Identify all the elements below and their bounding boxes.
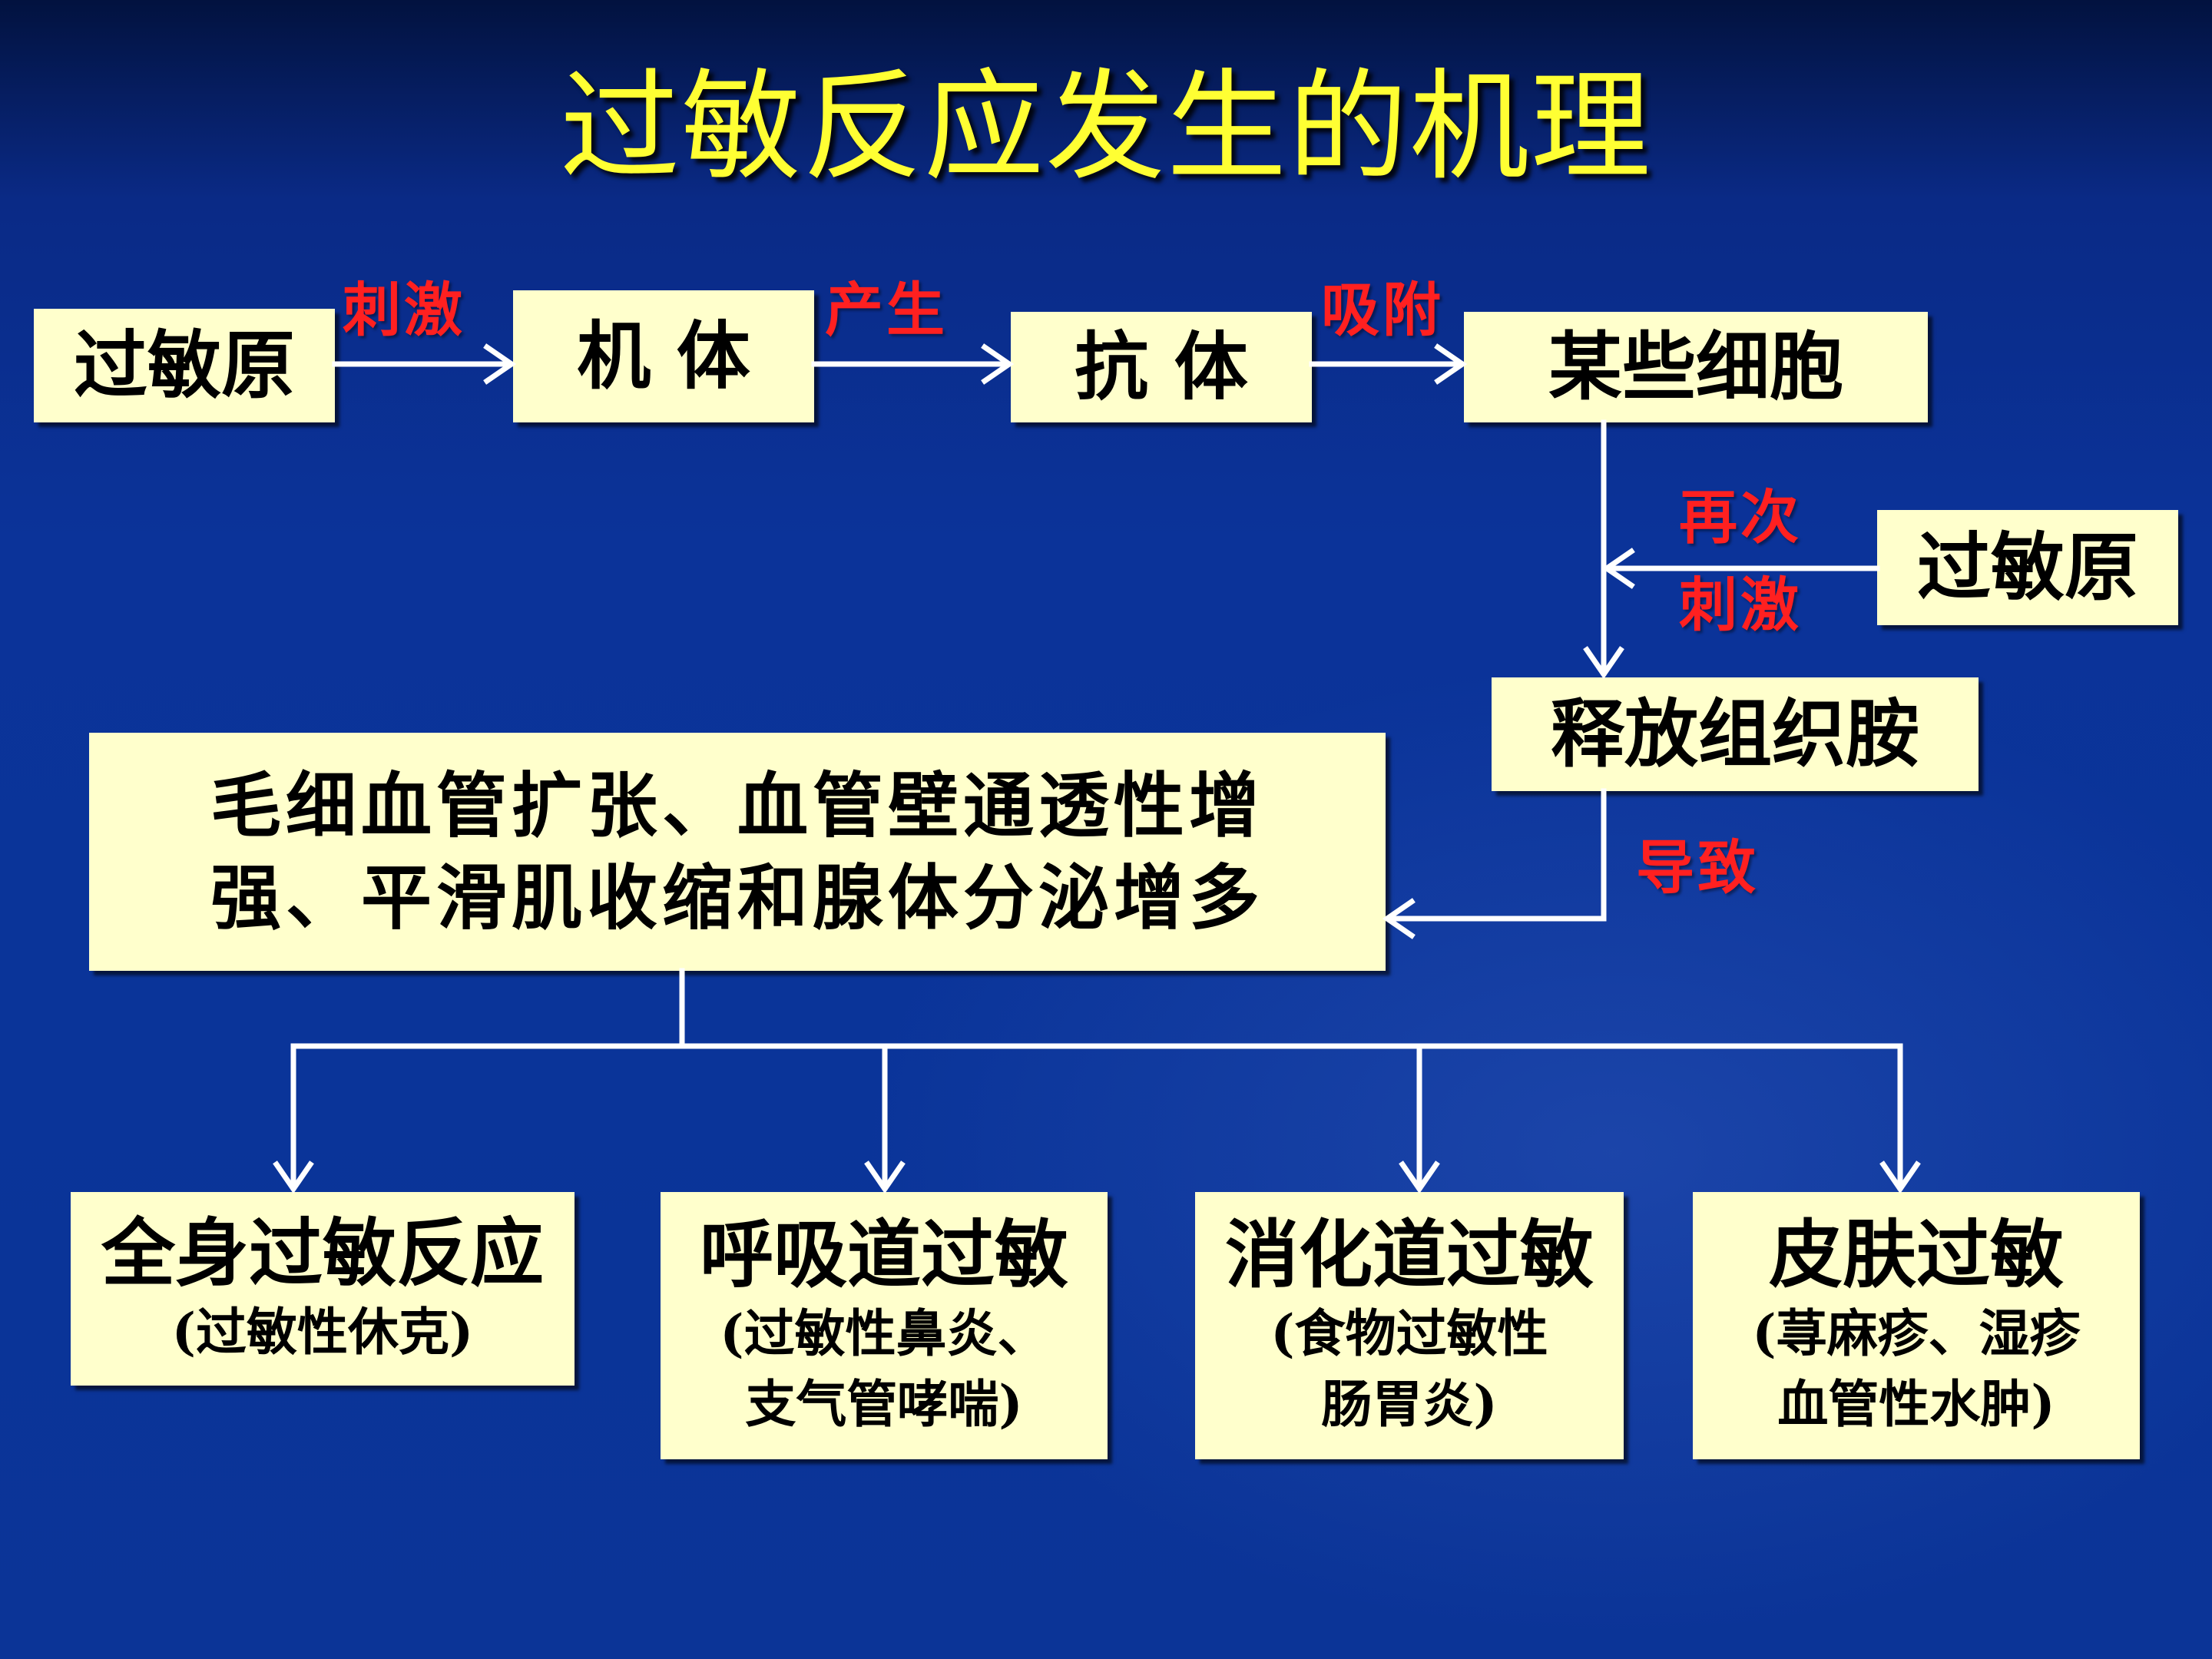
- node-allergen-again-label: 过敏原: [1917, 524, 2138, 611]
- node-effects: 毛细血管扩张、血管壁通透性增 强、平滑肌收缩和腺体分泌增多: [89, 733, 1386, 971]
- node-effects-line1: 毛细血管扩张、血管壁通透性增: [210, 764, 1264, 847]
- outcome-systemic-detail: (过敏性休克): [171, 1302, 474, 1362]
- arrowhead-cells-to-histamine: [1583, 646, 1624, 680]
- outcome-digestive-detail-2: 肠胃炎): [1321, 1374, 1498, 1434]
- outcome-digestive-detail-1: (食物过敏性: [1270, 1303, 1548, 1363]
- edge-label-produce: 产生: [825, 276, 948, 344]
- node-antibody-label: 抗 体: [1075, 323, 1248, 410]
- edge-label-cause: 导致: [1636, 833, 1759, 902]
- node-cells: 某些细胞: [1464, 312, 1928, 422]
- node-histamine: 释放组织胺: [1492, 677, 1979, 791]
- edge-label-again-1: 再次: [1679, 483, 1802, 551]
- outcome-digestive-title: 消化道过敏: [1225, 1211, 1594, 1298]
- outcome-skin-detail-1: (荨麻疹、湿疹: [1752, 1303, 2081, 1363]
- node-allergen: 过敏原: [34, 309, 335, 422]
- node-cells-label: 某些细胞: [1548, 323, 1843, 410]
- arrowhead-allergen-again-in: [1601, 548, 1635, 589]
- edge-label-adsorb: 吸附: [1321, 276, 1444, 344]
- outcome-skin-title: 皮肤过敏: [1769, 1211, 2064, 1298]
- arrowhead-to-respiratory: [864, 1161, 906, 1194]
- arrowhead-to-skin: [1879, 1161, 1921, 1194]
- outcome-respiratory-detail-2: 支气管哮喘): [745, 1374, 1023, 1434]
- outcome-skin-detail-2: 血管性水肿): [1777, 1374, 2055, 1434]
- node-histamine-label: 释放组织胺: [1551, 690, 1919, 777]
- outcome-respiratory-detail-1: (过敏性鼻炎、: [720, 1303, 1048, 1363]
- outcome-systemic: 全身过敏反应 (过敏性休克): [71, 1192, 575, 1386]
- edge-label-stimulate: 刺激: [343, 276, 465, 344]
- arrowhead-histamine-to-effects: [1382, 898, 1416, 939]
- outcome-respiratory: 呼吸道过敏 (过敏性鼻炎、 支气管哮喘): [661, 1192, 1108, 1459]
- slide-title: 过敏反应发生的机理: [560, 57, 1652, 197]
- outcome-digestive: 消化道过敏 (食物过敏性 肠胃炎): [1195, 1192, 1624, 1459]
- arrowhead-allergen-to-body: [483, 343, 517, 385]
- node-allergen-again: 过敏原: [1877, 510, 2178, 625]
- node-allergen-label: 过敏原: [74, 322, 295, 409]
- outcome-systemic-title: 全身过敏反应: [101, 1210, 544, 1296]
- outcome-respiratory-title: 呼吸道过敏: [700, 1211, 1068, 1298]
- outcome-skin: 皮肤过敏 (荨麻疹、湿疹 血管性水肿): [1693, 1192, 2140, 1459]
- connector-histamine-to-effects: [1386, 788, 1607, 922]
- arrowhead-to-systemic: [273, 1161, 314, 1194]
- node-body: 机 体: [513, 290, 814, 422]
- arrowhead-to-digestive: [1399, 1161, 1440, 1194]
- node-effects-line2: 强、平滑肌收缩和腺体分泌增多: [210, 856, 1264, 939]
- arrowhead-antibody-to-cells: [1434, 343, 1468, 385]
- node-body-label: 机 体: [577, 313, 750, 399]
- arrowhead-body-to-antibody: [981, 343, 1015, 385]
- edge-label-again-2: 刺激: [1679, 571, 1802, 639]
- node-antibody: 抗 体: [1011, 312, 1312, 422]
